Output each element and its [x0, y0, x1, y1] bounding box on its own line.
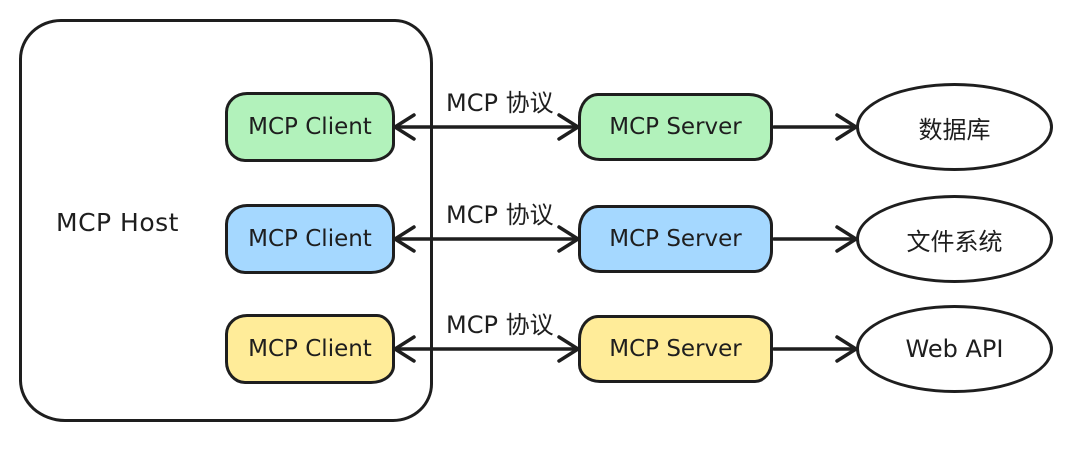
diagram-row: MCP Client MCP 协议 MCP Server Web API: [0, 293, 1080, 405]
server-resource-arrow: [772, 113, 858, 141]
server-resource-arrow: [772, 225, 858, 253]
diagram-row: MCP Client MCP 协议 MCP Server 文件系统: [0, 183, 1080, 295]
protocol-label: MCP 协议: [446, 311, 554, 339]
mcp-server-label: MCP Server: [609, 226, 742, 252]
resource-ellipse: Web API: [856, 305, 1053, 393]
protocol-bidirectional-arrow: [393, 335, 580, 363]
resource-label: 数据库: [918, 115, 991, 144]
protocol-label: MCP 协议: [446, 201, 554, 229]
protocol-bidirectional-arrow: [393, 113, 580, 141]
mcp-server-box: MCP Server: [578, 205, 773, 273]
mcp-server-label: MCP Server: [609, 336, 742, 362]
diagram-row: MCP Client MCP 协议 MCP Server 数据库: [0, 71, 1080, 183]
resource-label: Web API: [905, 335, 1004, 363]
protocol-bidirectional-arrow: [393, 225, 580, 253]
protocol-label: MCP 协议: [446, 89, 554, 117]
mcp-client-box: MCP Client: [225, 204, 395, 274]
resource-ellipse: 数据库: [856, 83, 1053, 171]
mcp-server-box: MCP Server: [578, 315, 773, 383]
resource-ellipse: 文件系统: [856, 195, 1053, 283]
mcp-host-label: MCP Host: [56, 208, 179, 237]
mcp-client-box: MCP Client: [225, 314, 395, 384]
resource-label: 文件系统: [906, 227, 1003, 256]
mcp-client-box: MCP Client: [225, 92, 395, 162]
server-resource-arrow: [772, 335, 858, 363]
mcp-client-label: MCP Client: [248, 226, 372, 252]
mcp-client-label: MCP Client: [248, 336, 372, 362]
mcp-server-label: MCP Server: [609, 114, 742, 140]
mcp-client-label: MCP Client: [248, 114, 372, 140]
row-arrows: [393, 335, 858, 363]
mcp-server-box: MCP Server: [578, 93, 773, 161]
mcp-host-box: [19, 19, 433, 422]
